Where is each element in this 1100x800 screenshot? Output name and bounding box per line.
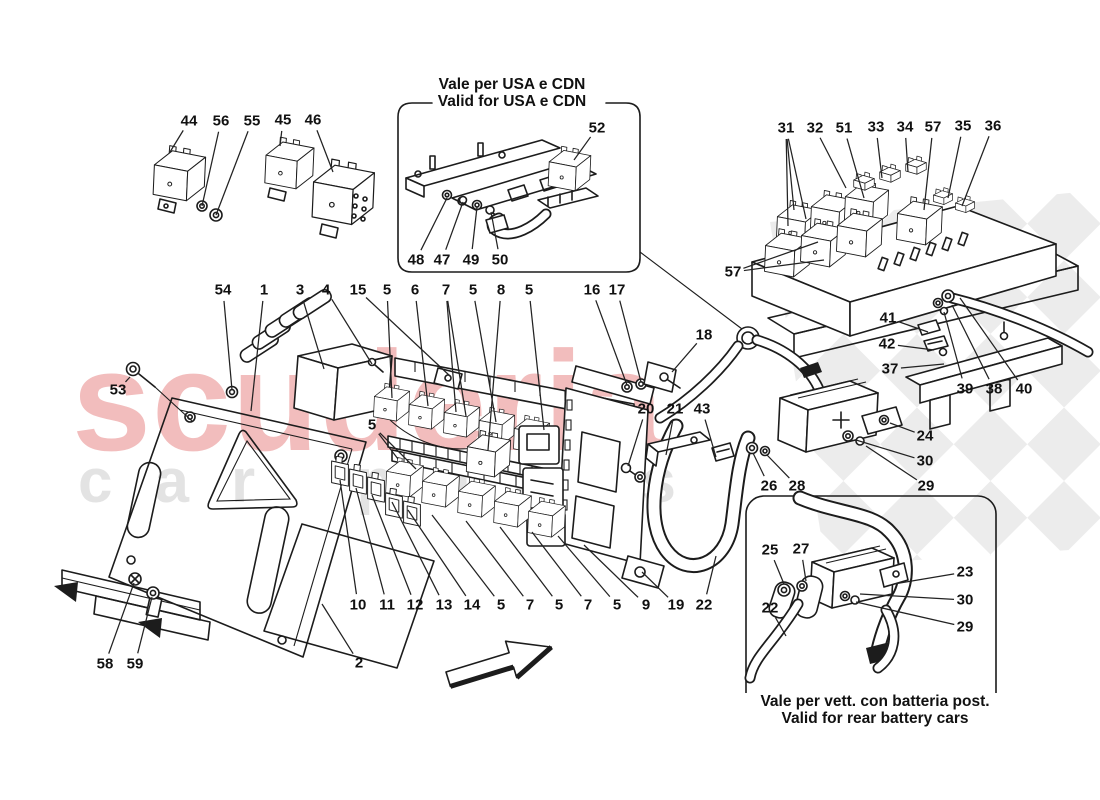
part-number-label: 29 [956,618,974,636]
part-number-label: 22 [761,599,779,617]
part-number-label: 5 [612,596,622,614]
rear-battery-inset [744,490,997,713]
usa-cdn-inset [397,102,747,333]
part-number-label: 10 [349,596,367,614]
part-number-label: 42 [878,335,896,353]
part-number-label: 5 [382,281,392,299]
part-number-label: 45 [274,111,292,129]
part-number-label: 40 [1015,380,1033,398]
part-number-label: 59 [126,655,144,673]
battery-cable-assembly [620,326,903,589]
leader-lines [108,130,1019,655]
part-number-label: 17 [608,281,626,299]
part-number-label: 3 [295,281,305,299]
part-number-label: 26 [760,477,778,495]
part-number-label: 34 [896,118,914,136]
part-number-label: 41 [879,309,897,327]
part-number-label: 32 [806,119,824,137]
part-number-label: 56 [212,112,230,130]
part-number-label: 29 [917,477,935,495]
usa-cdn-inset-title: Vale per USA e CDN Valid for USA e CDN [382,76,642,110]
rear-battery-caption-italian: Vale per vett. con batteria post. [760,693,990,710]
part-number-label: 57 [924,118,942,136]
part-number-label: 55 [243,112,261,130]
part-number-label: 15 [349,281,367,299]
rear-battery-inset-caption: Vale per vett. con batteria post. Valid … [738,693,1012,727]
part-number-label: 9 [641,596,651,614]
part-number-label: 14 [463,596,481,614]
direction-arrow [445,640,553,689]
main-electrical-board [239,289,681,565]
part-number-label: 51 [835,119,853,137]
part-number-label: 31 [777,119,795,137]
part-number-label: 5 [367,416,377,434]
part-number-label: 48 [407,251,425,269]
part-number-label: 46 [304,111,322,129]
part-number-label: 30 [956,591,974,609]
usa-cdn-title-italian: Vale per USA e CDN [438,76,586,93]
part-number-label: 16 [583,281,601,299]
part-number-label: 24 [916,427,934,445]
usa-cdn-title-english: Valid for USA e CDN [437,93,587,110]
part-number-label: 53 [109,381,127,399]
relay-group-top-left [152,136,376,239]
part-number-label: 30 [916,452,934,470]
part-number-label: 50 [491,251,509,269]
part-number-label: 8 [496,281,506,299]
part-number-label: 33 [867,118,885,136]
part-number-label: 28 [788,477,806,495]
part-number-label: 22 [695,596,713,614]
part-number-label: 25 [761,541,779,559]
part-number-label: 35 [954,117,972,135]
part-number-label: 20 [637,400,655,418]
part-number-label: 54 [214,281,232,299]
part-number-label: 38 [985,380,1003,398]
part-number-label: 2 [354,654,364,672]
part-number-label: 39 [956,380,974,398]
part-number-label: 1 [259,281,269,299]
part-number-label: 7 [441,281,451,299]
part-number-label: 21 [666,400,684,418]
part-number-label: 27 [792,540,810,558]
part-number-label: 44 [180,112,198,130]
part-number-label: 36 [984,117,1002,135]
part-number-label: 5 [496,596,506,614]
part-number-label: 23 [956,563,974,581]
part-number-label: 6 [410,281,420,299]
part-number-label: 18 [695,326,713,344]
rear-battery-caption-english: Valid for rear battery cars [781,710,969,727]
part-number-label: 43 [693,400,711,418]
part-number-label: 11 [379,596,395,614]
part-number-label: 4 [321,281,331,299]
fusebox-assembly [751,155,1094,430]
part-number-label: 57 [724,263,742,281]
part-number-label: 5 [554,596,564,614]
part-number-label: 47 [433,251,451,269]
part-number-label: 52 [588,119,606,137]
part-number-label: 5 [468,281,478,299]
part-number-label: 7 [583,596,593,614]
part-number-label: 49 [462,251,480,269]
part-number-label: 19 [667,596,685,614]
part-number-label: 13 [435,596,453,614]
part-number-label: 7 [525,596,535,614]
part-number-label: 58 [96,655,114,673]
part-number-label: 37 [881,360,899,378]
part-number-label: 12 [406,596,424,614]
part-number-label: 5 [524,281,534,299]
